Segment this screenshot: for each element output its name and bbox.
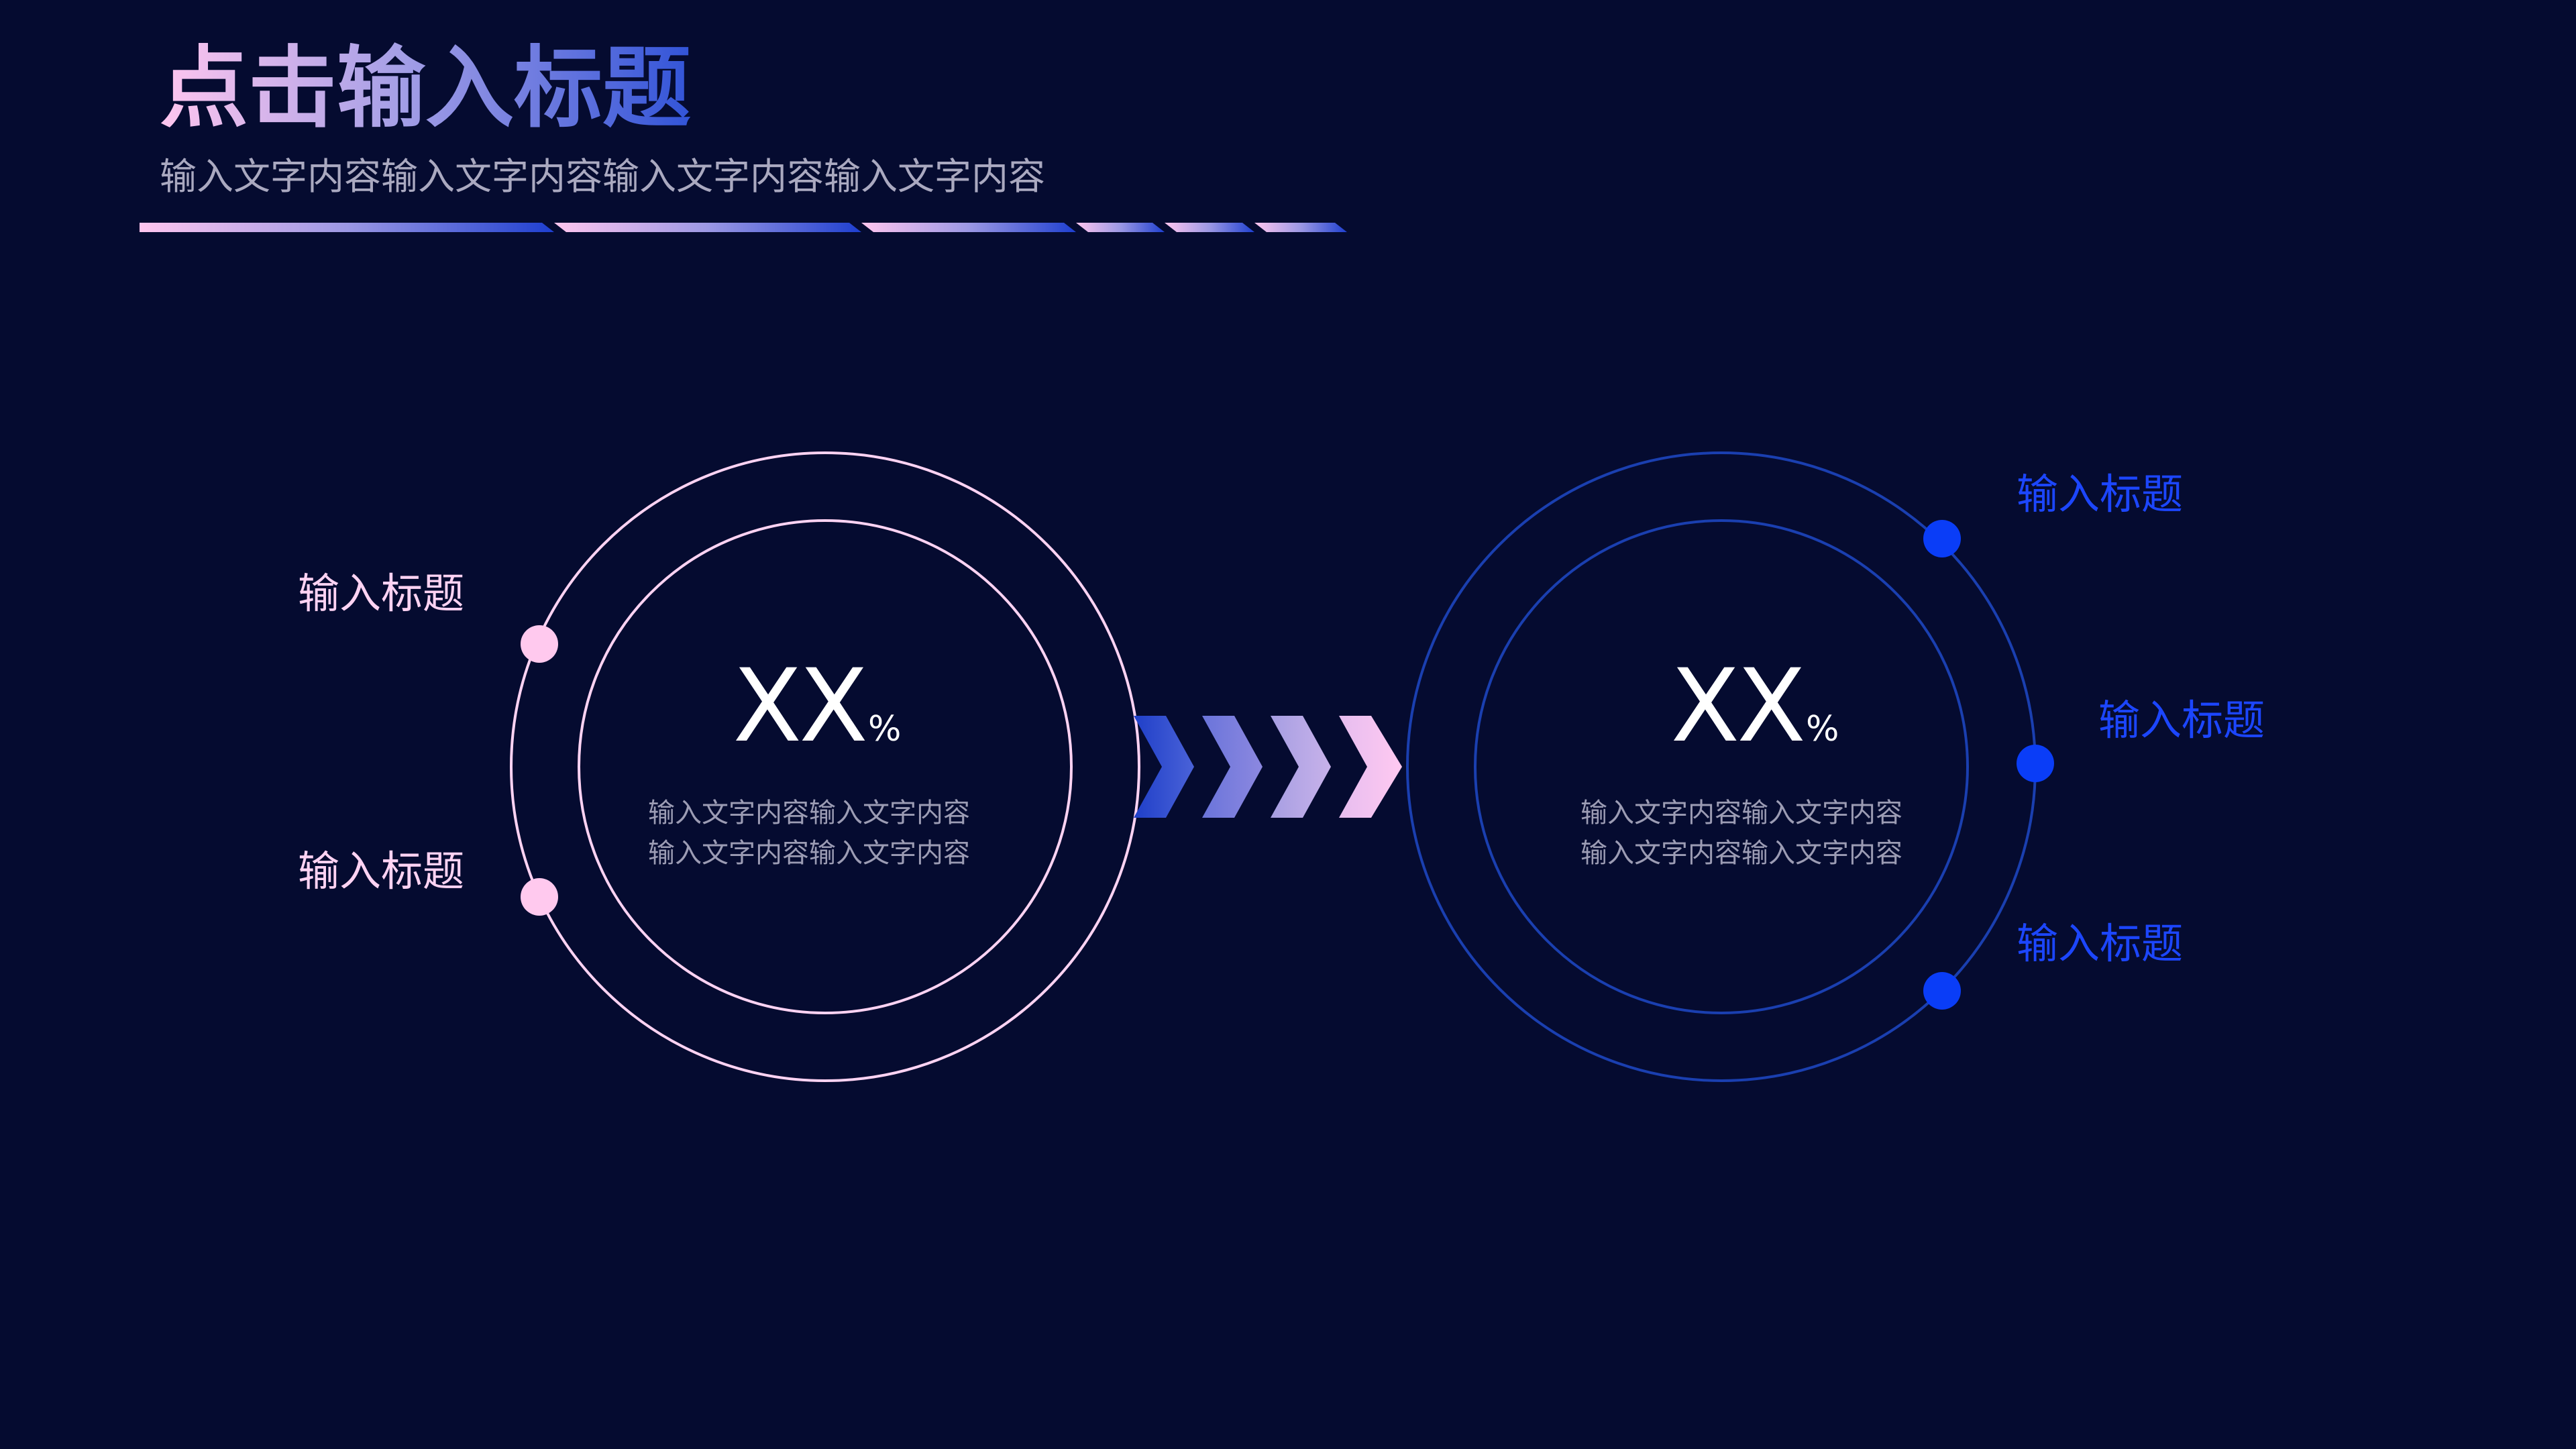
chevron-icon xyxy=(1339,716,1402,818)
left-outer-ring xyxy=(510,451,1140,1082)
left-percentage[interactable]: XX% xyxy=(616,656,1018,757)
chevron-icon xyxy=(1271,716,1331,818)
right-dot-2 xyxy=(2017,745,2054,782)
right-label-2[interactable]: 输入标题 xyxy=(2098,696,2265,745)
chevron-arrows xyxy=(1134,716,1402,818)
left-percentage-unit: % xyxy=(868,709,902,749)
right-dot-3 xyxy=(1923,972,1961,1010)
page-subtitle[interactable]: 输入文字内容输入文字内容输入文字内容输入文字内容 xyxy=(160,155,1046,198)
left-dot-2 xyxy=(521,878,558,916)
page-title[interactable]: 点击输入标题 xyxy=(160,37,691,140)
right-inner-ring xyxy=(1474,519,1969,1014)
chevron-icon xyxy=(1202,716,1263,818)
left-description[interactable]: 输入文字内容输入文字内容输入文字内容输入文字内容 xyxy=(648,798,970,869)
left-label-2[interactable]: 输入标题 xyxy=(298,847,465,896)
left-dot-1 xyxy=(521,625,558,663)
left-percentage-value: XX xyxy=(733,648,869,765)
right-dot-1 xyxy=(1923,520,1961,557)
right-label-1[interactable]: 输入标题 xyxy=(2017,470,2184,519)
right-circle-group xyxy=(1406,451,2054,1082)
right-percentage[interactable]: XX% xyxy=(1554,656,1956,757)
chevron-icon xyxy=(1134,716,1194,818)
left-circle-group xyxy=(510,451,1140,1082)
right-label-3[interactable]: 输入标题 xyxy=(2017,919,2184,968)
left-inner-ring xyxy=(578,519,1073,1014)
right-percentage-value: XX xyxy=(1670,648,1807,765)
right-percentage-unit: % xyxy=(1806,709,1839,749)
right-description[interactable]: 输入文字内容输入文字内容输入文字内容输入文字内容 xyxy=(1580,798,1902,869)
title-underline xyxy=(140,223,1347,232)
left-label-1[interactable]: 输入标题 xyxy=(298,569,465,618)
